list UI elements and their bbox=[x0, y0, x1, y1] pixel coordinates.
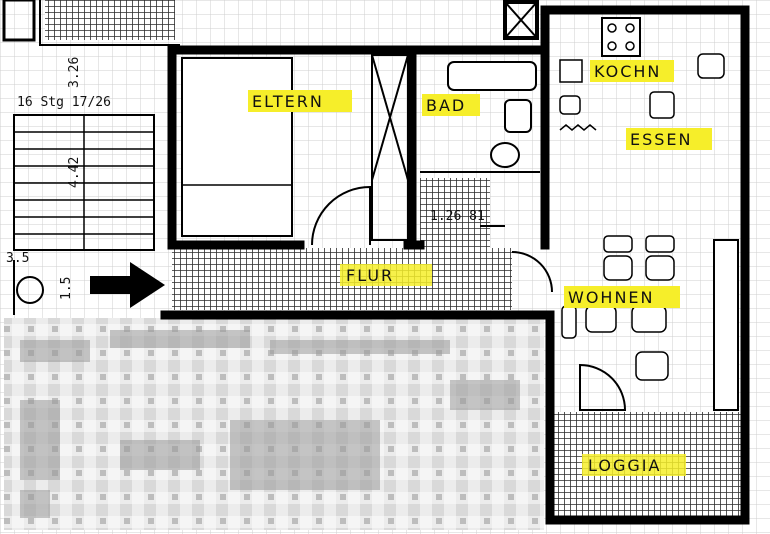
bed bbox=[181, 57, 293, 237]
stairs-dim-d: 1.5 bbox=[59, 277, 74, 300]
room-label-flur: FLUR bbox=[346, 266, 394, 285]
entry-arrow-icon bbox=[90, 262, 165, 308]
room-label-wohnen: WOHNEN bbox=[568, 288, 655, 307]
stairs-dim-c: 3.5 bbox=[6, 251, 29, 266]
room-label-kochn: KOCHN bbox=[594, 62, 661, 81]
closet bbox=[371, 54, 409, 241]
stairwell bbox=[13, 114, 155, 315]
duct-cross bbox=[504, 1, 538, 39]
top-wall-line bbox=[39, 0, 180, 46]
closet-cross bbox=[371, 54, 409, 181]
living-furniture bbox=[511, 235, 739, 411]
room-label-essen: ESSEN bbox=[630, 130, 693, 149]
wall-right bbox=[540, 5, 750, 525]
eltern-door bbox=[311, 185, 371, 246]
top-tile-area bbox=[45, 0, 175, 40]
shaft-box bbox=[2, 0, 36, 42]
bathroom-fixtures bbox=[420, 61, 540, 173]
room-label-bad: BAD bbox=[426, 96, 466, 115]
hall-niche-floor bbox=[420, 178, 490, 250]
stairs-dim-a: 4.42 bbox=[67, 157, 82, 188]
stairs-note: 16 Stg 17/26 bbox=[17, 95, 111, 110]
loggia-highlight bbox=[582, 454, 686, 476]
kitchen-fixtures bbox=[559, 17, 725, 131]
flur-highlight bbox=[340, 264, 432, 286]
kochn-highlight bbox=[590, 60, 674, 82]
eltern-highlight bbox=[248, 90, 352, 112]
hall-dim: 1.26 81 bbox=[430, 209, 485, 224]
duct-box bbox=[503, 0, 539, 40]
room-label-eltern: ELTERN bbox=[252, 92, 324, 111]
bad-highlight bbox=[422, 94, 480, 116]
pixelated-details bbox=[20, 330, 520, 518]
essen-highlight bbox=[626, 128, 712, 150]
wohnen-highlight bbox=[564, 286, 680, 308]
wall-bottom bbox=[160, 310, 750, 525]
stairs-dim-b: 3.26 bbox=[67, 57, 82, 88]
room-label-loggia: LOGGIA bbox=[588, 456, 661, 475]
